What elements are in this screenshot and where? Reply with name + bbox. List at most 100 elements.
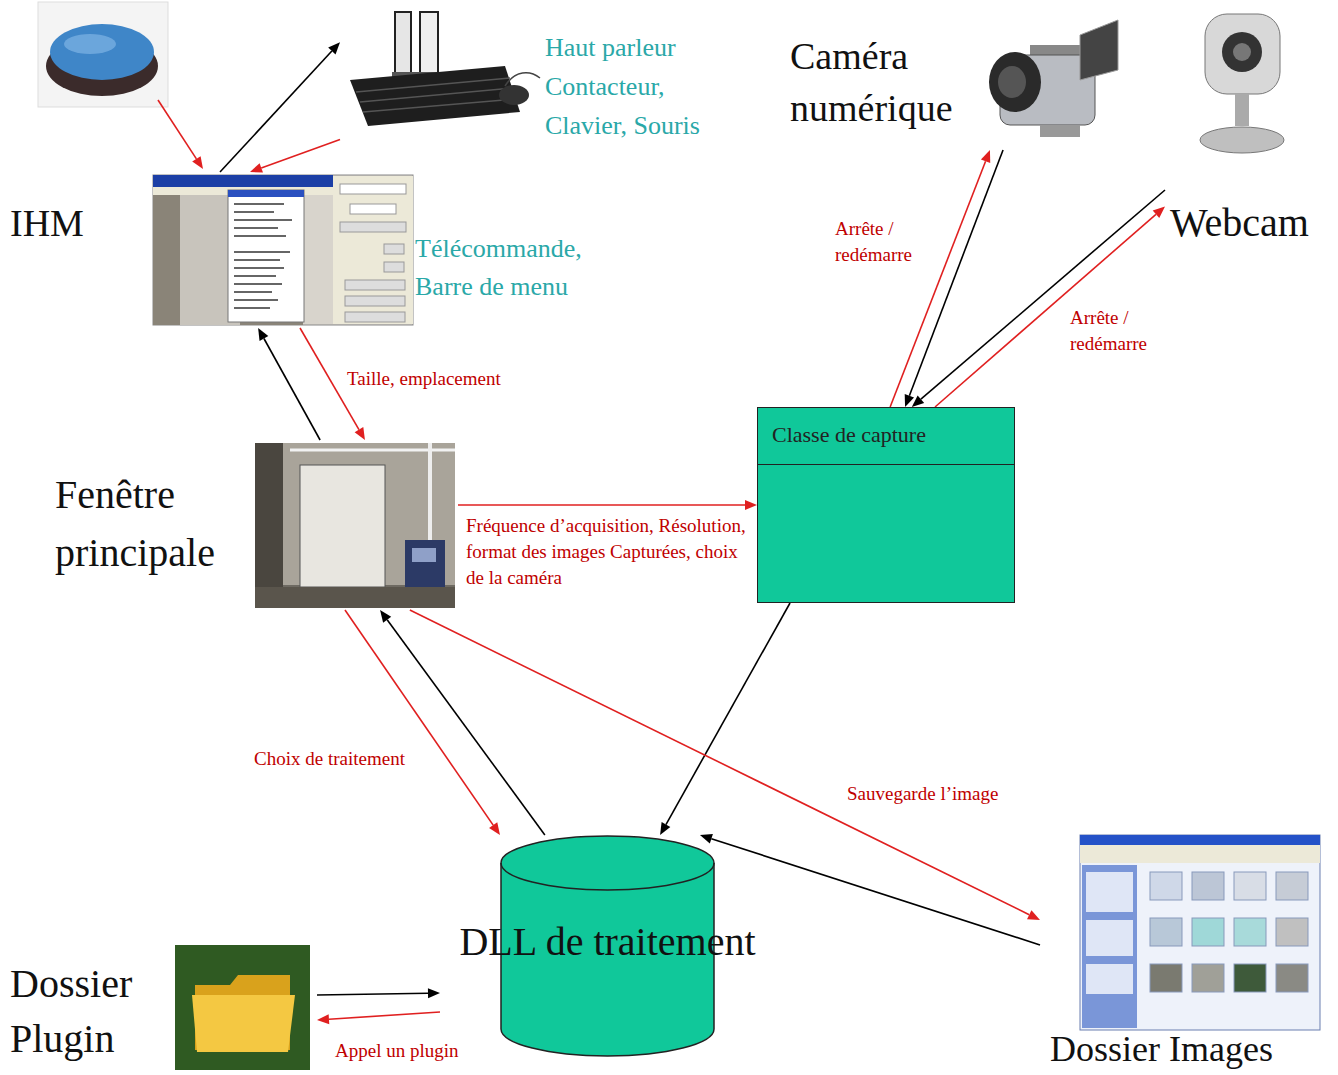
- connector-arrow: [935, 206, 1165, 407]
- arrowhead: [380, 610, 391, 623]
- connector-line: [711, 839, 1040, 945]
- ihm-node: IHMTélécommande, Barre de menu: [5, 172, 630, 328]
- keyboard-speaker-photo-part: [505, 73, 540, 86]
- keyboard-speaker-photo-part: [420, 12, 438, 76]
- main-window-photo-part: [412, 548, 436, 562]
- explorer-screenshot-part: [1276, 918, 1308, 946]
- main-window-node: Fenêtre principale: [50, 440, 458, 610]
- ihm-screenshot-part: [234, 259, 280, 261]
- keyboard-speaker-photo-part: [499, 85, 529, 105]
- main-window-photo-part: [255, 443, 283, 608]
- node-label: Dossier Plugin: [10, 956, 160, 1066]
- ihm-screenshot-part: [384, 244, 404, 254]
- main-window-photo-part: [255, 443, 455, 608]
- folder-icon-part: [175, 945, 310, 1070]
- connector-arrow: [317, 1012, 440, 1024]
- ihm-screenshot-part: [345, 280, 405, 290]
- arrowhead: [905, 394, 914, 407]
- arrowhead: [355, 427, 365, 440]
- connector-arrow: [905, 150, 1003, 407]
- cylinder-rim: [501, 863, 714, 890]
- ihm-screenshot-part: [234, 267, 284, 269]
- ihm-screenshot-part: [345, 296, 405, 306]
- ihm-screenshot-part: [234, 307, 270, 309]
- connector-arrow: [890, 150, 990, 407]
- ihm-screenshot: [153, 175, 413, 325]
- ihm-screenshot-part: [384, 262, 404, 272]
- node-label: Webcam: [1170, 200, 1330, 246]
- explorer-screenshot-part: [1086, 964, 1133, 994]
- keyboard-speaker-photo-part: [395, 12, 411, 74]
- edge-label: Taille, emplacement: [345, 366, 503, 392]
- switch-button-photo-part: [64, 34, 116, 54]
- connector-line: [329, 1012, 440, 1019]
- edge-label-holder: Choix de traitement: [252, 746, 452, 772]
- connector-arrow: [220, 42, 340, 172]
- node-label: Haut parleur Contacteur, Clavier, Souris: [545, 28, 700, 145]
- edge-label: Choix de traitement: [252, 746, 407, 772]
- text-holder: Dossier Images: [1050, 1028, 1328, 1070]
- webcam-photo-part: [1205, 14, 1280, 94]
- connector-line: [410, 610, 1029, 915]
- connector-line: [890, 161, 985, 407]
- explorer-screenshot-part: [1234, 872, 1266, 900]
- edge-label: Appel un plugin: [333, 1038, 461, 1064]
- ihm-screenshot-part: [234, 227, 278, 229]
- ihm-screenshot-part: [340, 222, 406, 232]
- node-label: Dossier Images: [1050, 1028, 1328, 1070]
- connector-arrow: [380, 610, 545, 835]
- switch-button-photo-part: [50, 24, 154, 80]
- ihm-screenshot-part: [228, 190, 304, 197]
- arrowhead: [328, 42, 340, 54]
- explorer-screenshot-part: [1234, 918, 1266, 946]
- connector-arrow: [458, 500, 757, 510]
- explorer-screenshot-part: [1082, 865, 1137, 1028]
- text-holder: DLL de traitement: [440, 919, 775, 965]
- edge-label-holder: Arrête / redémarre: [1068, 305, 1164, 357]
- ihm-screenshot-part: [340, 184, 406, 194]
- text-holder: Haut parleur Contacteur, Clavier, Souris: [545, 28, 700, 145]
- edge-label: Fréquence d’acquisition, Résolution, for…: [464, 513, 754, 591]
- text-holder: Caméra numérique: [790, 30, 990, 134]
- connector-line: [317, 993, 428, 995]
- edge-label-holder: Sauvegarde l’image: [845, 781, 1065, 807]
- connector-line: [666, 603, 790, 825]
- explorer-screenshot-part: [1150, 964, 1182, 992]
- text-holder: Dossier Plugin: [10, 956, 160, 1066]
- node-label: Caméra numérique: [790, 30, 990, 134]
- camcorder-photo-part: [1040, 125, 1080, 137]
- explorer-screenshot-part: [1276, 964, 1308, 992]
- explorer-screenshot-part: [1086, 920, 1133, 956]
- arrowhead: [1153, 206, 1165, 218]
- edge-label: Arrête / redémarre: [833, 216, 929, 268]
- node-label: Classe de capture: [772, 420, 1008, 450]
- explorer-screenshot-part: [1080, 835, 1320, 1030]
- explorer-screenshot-part: [1150, 872, 1182, 900]
- webcam-photo-part: [1233, 43, 1251, 61]
- arrowhead: [250, 163, 263, 172]
- image-folder-node: Dossier Images: [1040, 830, 1332, 1072]
- connector-line: [387, 620, 545, 835]
- class-header-line: [758, 464, 1014, 465]
- camcorder-photo: [989, 20, 1118, 137]
- arrowhead: [317, 1014, 329, 1024]
- connector-arrow: [912, 190, 1165, 407]
- explorer-screenshot-part: [1080, 845, 1320, 863]
- connector-arrow: [660, 603, 790, 835]
- explorer-screenshot-part: [1192, 872, 1224, 900]
- connector-line: [345, 610, 493, 825]
- camera-node: Caméra numérique: [785, 10, 1130, 150]
- connector-line: [921, 190, 1165, 399]
- camcorder-photo-part: [989, 52, 1041, 112]
- explorer-screenshot-part: [1150, 918, 1182, 946]
- text-holder: Télécommande, Barre de menu: [415, 230, 625, 306]
- explorer-screenshot: [1080, 835, 1320, 1030]
- switch-arrow-part: [158, 100, 196, 159]
- edge-label: Sauvegarde l’image: [845, 781, 1000, 807]
- ihm-screenshot-part: [333, 176, 413, 324]
- node-label: DLL de traitement: [440, 919, 775, 965]
- switch-button-photo-part: [38, 2, 168, 107]
- edge-label: Arrête / redémarre: [1068, 305, 1164, 357]
- arrowhead: [660, 822, 670, 835]
